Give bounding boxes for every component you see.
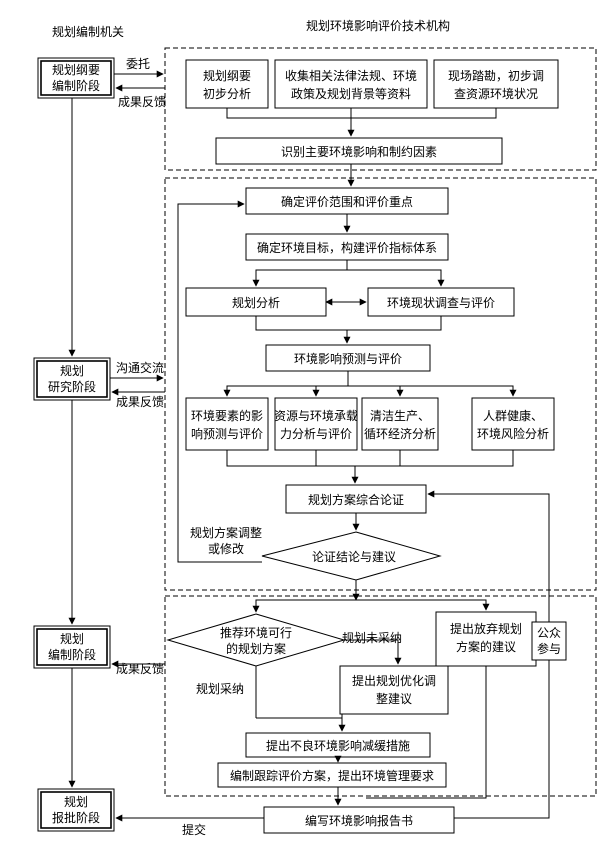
phase-panel-research [164,177,597,591]
box-determine-scope: 确定评价范围和评价重点 [245,187,449,215]
box-public-participation: 公众 参与 [531,621,567,661]
merge-line-predict [226,450,514,467]
label-feedback-3: 成果反馈 [116,662,164,676]
box-health-risk: 人群健康、 环境风险分析 [471,397,555,451]
box-public-line1: 公众 [537,626,561,640]
label-plan-adjust-line1: 规划方案调整 [190,525,262,540]
arrow-public-to-comprehensive [427,490,550,622]
box-field-survey-line2: 查资源环境状况 [454,86,538,101]
diamond-conclusions-text: 论证结论与建议 [312,550,396,564]
box-mitigation-text: 提出不良环境影响减缓措施 [266,738,410,753]
box-prelim-analysis: 规划纲要 初步分析 [185,59,269,109]
box-abandon-plan-line1: 提出放弃规划 [450,621,522,636]
stage-research-line2: 研究阶段 [48,379,96,394]
stage-research-box: 规划 研究阶段 [33,357,111,401]
box-prelim-analysis-line1: 规划纲要 [203,68,251,83]
label-feedback-1: 成果反馈 [118,95,166,109]
box-public-line2: 参与 [537,641,561,656]
box-status-survey: 环境现状调查与评价 [367,287,515,317]
box-health-risk-line2: 环境风险分析 [477,426,549,441]
stage-compile-line1: 规划 [60,631,84,646]
box-collect-laws: 收集相关法律法规、环境 政策及规划背景等资料 [274,59,428,109]
box-collect-laws-line2: 政策及规划背景等资料 [291,86,411,101]
stage-compile-box: 规划 编制阶段 [33,625,111,669]
arrow-to-abandon [356,599,490,611]
box-health-risk-line1: 人群健康、 [483,408,543,423]
arrow-to-plan-analysis [252,260,348,287]
header-left: 规划编制机关 [52,24,124,39]
box-mitigation: 提出不良环境影响减缓措施 [245,732,431,758]
box-write-report: 编写环境影响报告书 [263,806,455,834]
box-impact-predict-text: 环境影响预测与评价 [294,351,402,366]
merge-line-analysis [255,316,442,331]
header-right: 规划环境影响评价技术机构 [306,18,450,33]
box-abandon-plan: 提出放弃规划 方案的建议 [435,611,537,667]
stage-approve-line1: 规划 [64,794,88,809]
box-impact-predict: 环境影响预测与评价 [265,344,431,372]
box-optimize-plan: 提出规划优化调 整建议 [339,665,449,715]
arrow-not-adopted [344,639,402,665]
label-feedback-2: 成果反馈 [116,395,164,409]
diamond-conclusions: 论证结论与建议 [261,531,442,581]
box-clean-production-line1: 清洁生产、 [370,409,430,423]
stage-compile-line2: 编制阶段 [48,647,96,662]
arrow-to-health [348,385,517,397]
box-element-predict-line2: 响预测与评价 [191,426,263,441]
stage-approve-line2: 报批阶段 [52,810,100,825]
box-plan-analysis: 规划分析 [185,287,327,317]
box-write-report-text: 编写环境影响报告书 [305,813,413,828]
box-plan-analysis-text: 规划分析 [232,295,280,310]
diamond-recommend-plan: 推荐环境可行 的规划方案 [166,613,346,667]
box-env-targets: 确定环境目标，构建评价指标体系 [245,233,449,261]
stage-outline-line2: 编制阶段 [52,78,100,93]
box-comprehensive-demo-text: 规划方案综合论证 [308,492,404,507]
box-identify-factors: 识别主要环境影响和制约因素 [215,137,503,165]
arrow-to-recommend [252,599,356,613]
stage-outline-box: 规划纲要 编制阶段 [37,57,115,99]
merge-line-adopted [256,714,343,719]
box-clean-production: 清洁生产、 循环经济分析 [361,397,439,451]
arrow-to-element [223,371,349,397]
box-identify-factors-text: 识别主要环境影响和制约因素 [281,144,437,159]
box-clean-production-line2: 循环经济分析 [364,426,436,441]
diamond-recommend-line1: 推荐环境可行 [220,625,292,640]
box-comprehensive-demo: 规划方案综合论证 [285,484,427,514]
box-prelim-analysis-line2: 初步分析 [203,87,251,101]
box-collect-laws-line1: 收集相关法律法规、环境 [285,68,417,83]
box-resource-capacity-line1: 资源与环境承载 [274,408,358,423]
label-communicate: 沟通交流 [116,360,164,375]
merge-line-phase1 [226,108,497,119]
stage-approve-box: 规划 报批阶段 [37,788,115,832]
line-abandon-to-report [366,666,487,799]
box-env-targets-text: 确定环境目标，构建评价指标体系 [257,240,437,255]
arrow-to-status-survey [347,269,445,287]
phase-panel-outline [164,47,597,171]
box-resource-capacity: 资源与环境承载 力分析与评价 [274,397,358,451]
box-field-survey: 现场踏勘，初步调 查资源环境状况 [433,59,559,109]
phase-panel-compile [164,595,597,797]
box-abandon-plan-line2: 方案的建议 [456,639,516,654]
diamond-recommend-line2: 的规划方案 [226,641,286,656]
label-plan-not-adopted: 规划未采纳 [342,630,402,645]
box-optimize-plan-line1: 提出规划优化调 [352,673,436,688]
box-field-survey-line1: 现场踏勘，初步调 [448,69,544,83]
box-element-predict-line1: 环境要素的影 [191,408,263,423]
label-plan-adopted: 规划采纳 [196,681,244,696]
label-plan-adjust-line2: 或修改 [208,541,244,556]
box-tracking-plan: 编制跟踪评价方案，提出环境管理要求 [217,762,447,788]
label-submit: 提交 [182,822,206,837]
box-status-survey-text: 环境现状调查与评价 [387,295,495,310]
box-element-predict: 环境要素的影 响预测与评价 [185,397,269,451]
label-entrust: 委托 [126,57,150,71]
box-resource-capacity-line2: 力分析与评价 [280,427,352,441]
box-optimize-plan-line2: 整建议 [376,691,412,706]
stage-research-line1: 规划 [60,363,84,378]
box-tracking-plan-text: 编制跟踪评价方案，提出环境管理要求 [230,768,434,783]
box-determine-scope-text: 确定评价范围和评价重点 [281,194,413,209]
arrow-loop-adjust [177,200,262,563]
stage-outline-line1: 规划纲要 [52,62,100,77]
line-report-to-public [454,660,550,819]
